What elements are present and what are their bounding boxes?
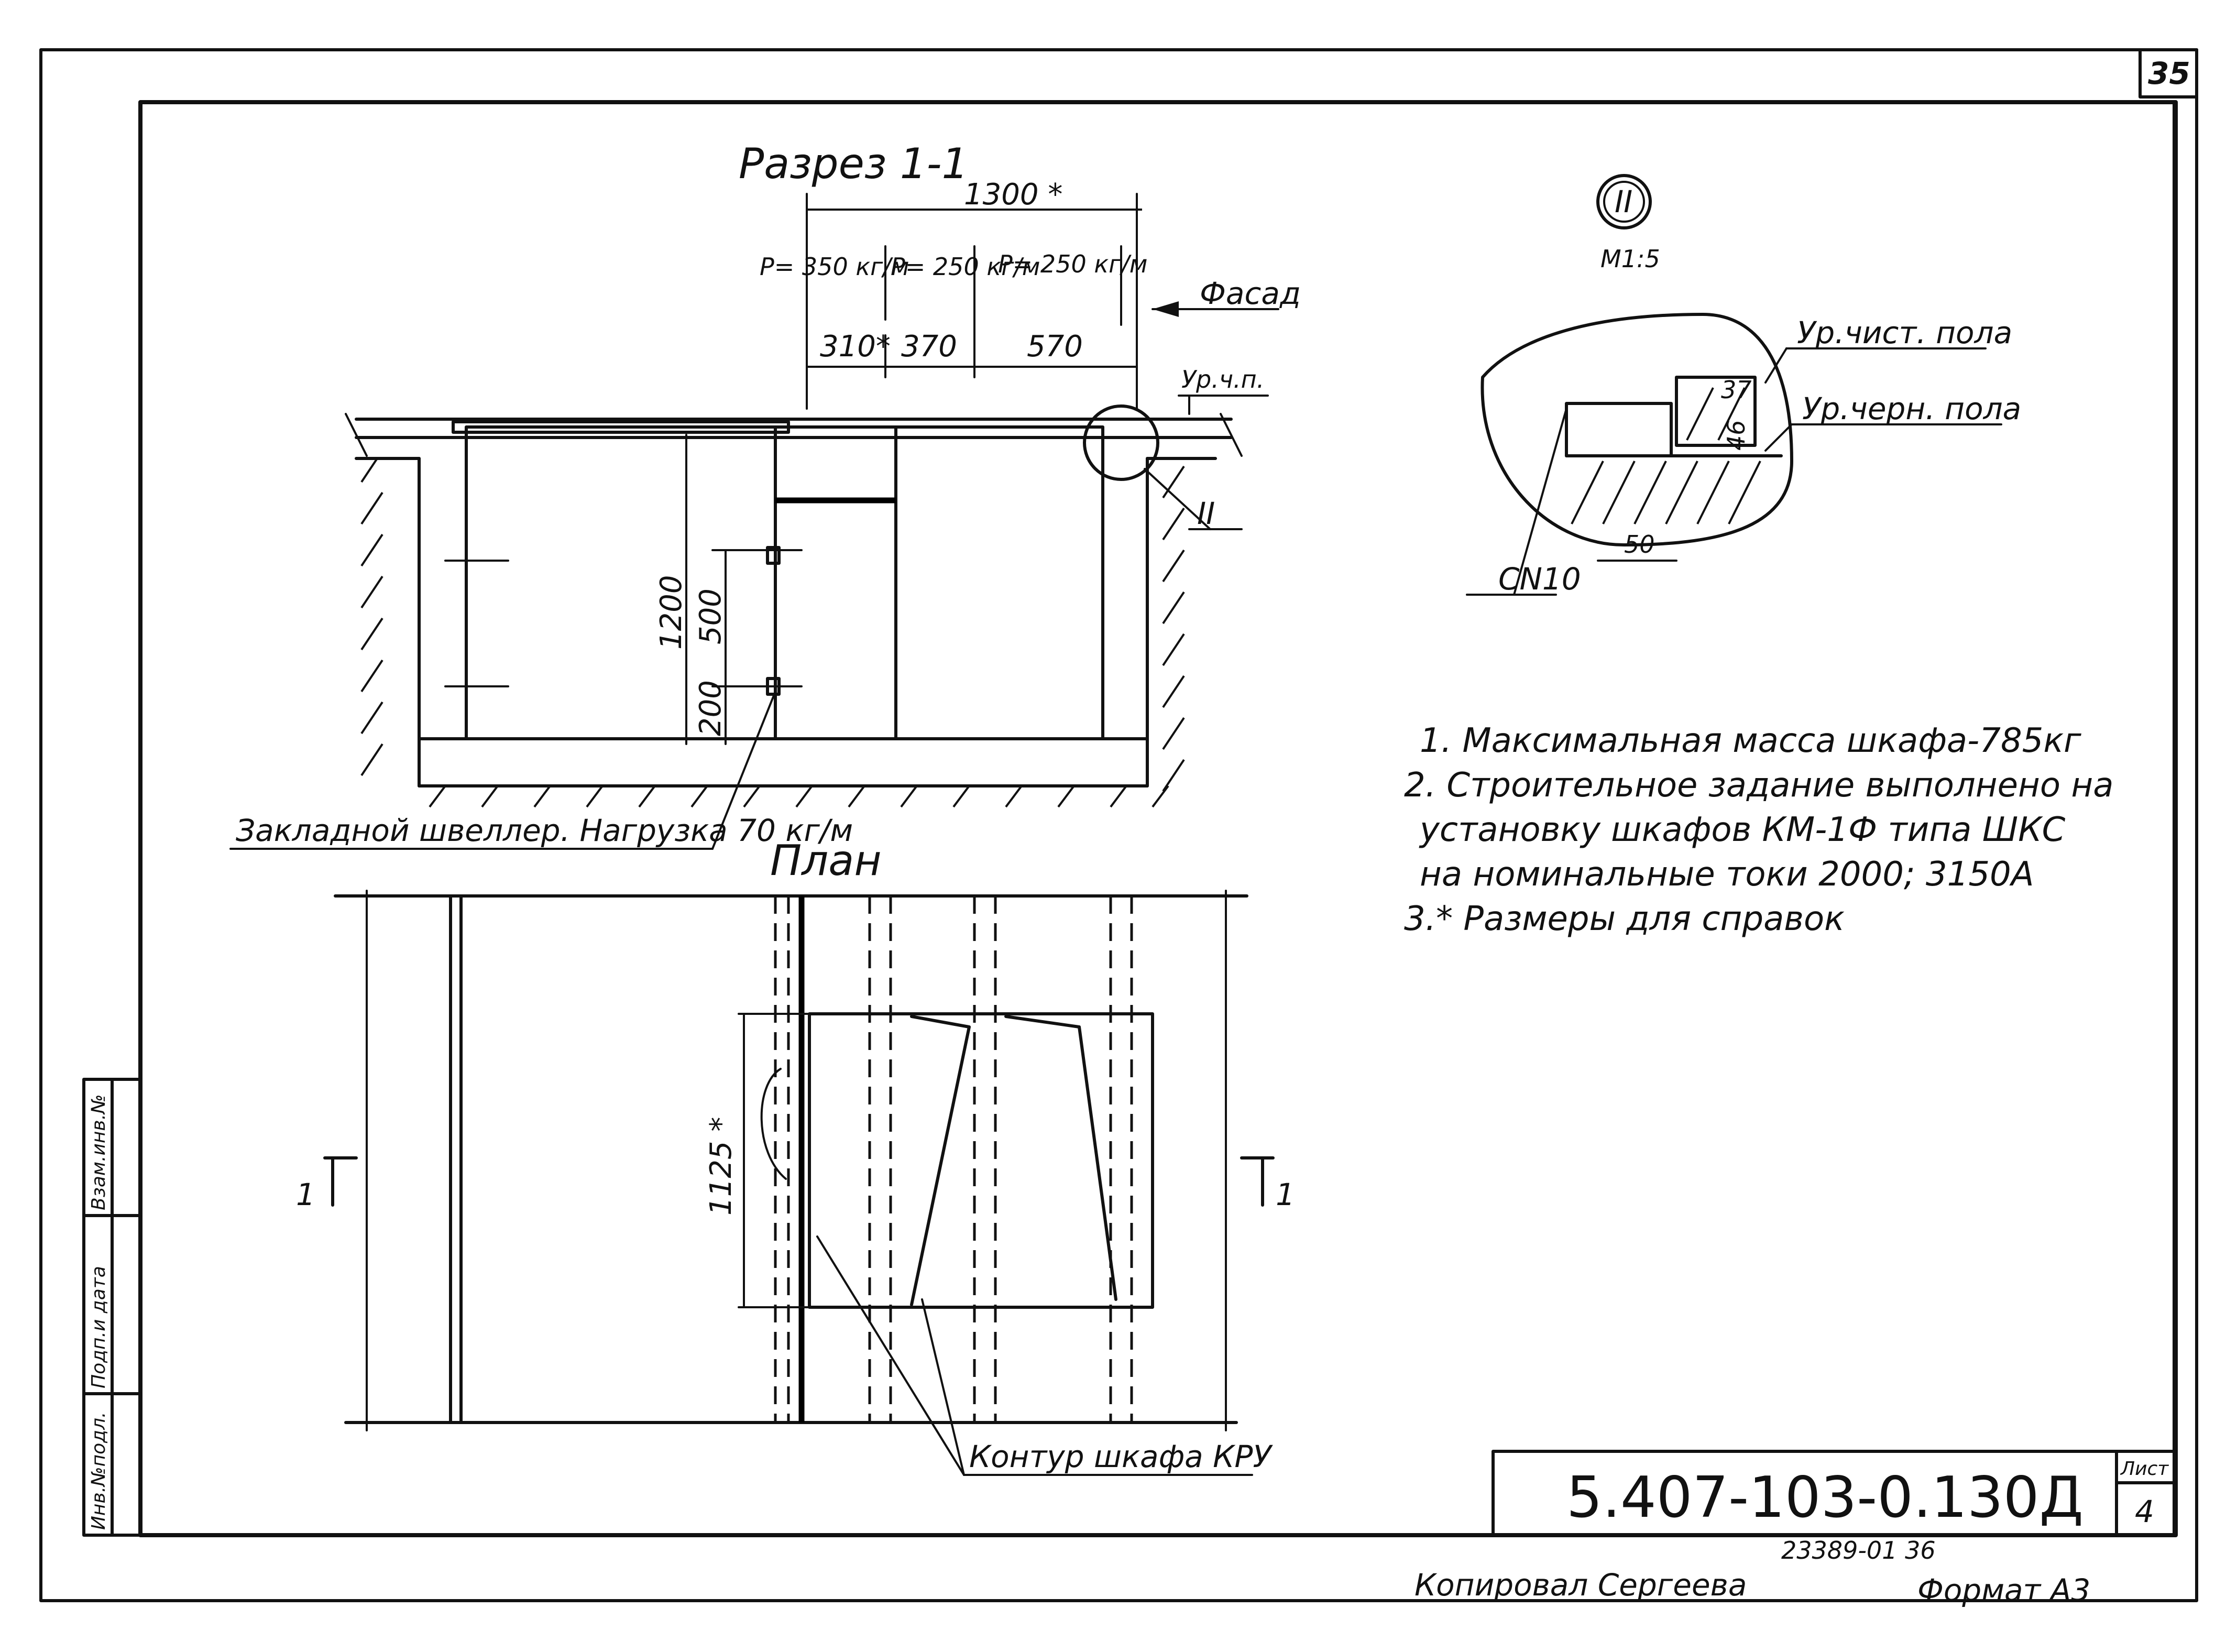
dim-46-label: 46: [1722, 420, 1750, 451]
note-1: 1. Максимальная масса шкафа-785кг: [1420, 721, 2081, 760]
note-2-cont-2: на номинальные токи 2000; 3150А: [1420, 855, 2034, 894]
note-2: 2. Строительное задание выполнено на: [1404, 766, 2113, 805]
dim-1125-label: 1125 *: [704, 1117, 738, 1216]
plan-title: План: [770, 836, 882, 885]
dim-1200-label: 1200: [654, 575, 688, 650]
side-stamp: Инв.№подл. Подп.и дата Взам.инв.№: [82, 1078, 142, 1537]
dim-50-label: 50: [1624, 530, 1655, 559]
load-label-2: Р= 250 кг/м: [891, 253, 1040, 281]
detail-number: II: [1615, 184, 1632, 220]
stamp-replace-label: Взам.инв.№: [88, 1094, 109, 1210]
cabinet-outline: [465, 425, 1104, 740]
copied-by: Копировал Сергеева: [1414, 1567, 1747, 1603]
clean-floor-label: Ур.чист. пола: [1797, 315, 2012, 351]
embedded-channel-label: Закладной швеллер. Нагрузка 70 кг/м: [236, 813, 853, 848]
cut-right-label: 1: [1276, 1177, 1295, 1212]
section-1-1: Разрез 1-1 1300 * Р= 350 кг/м Р= 250 кг/…: [229, 139, 1301, 850]
facade-arrow: [1153, 301, 1179, 317]
detail-cut-outline: [1481, 313, 1793, 546]
dim-370-label: 370: [901, 330, 957, 364]
plan-cabinet-contour: [808, 1012, 1154, 1309]
load-label-1: Р= 350 кг/м: [760, 253, 909, 281]
detail-number-circle: [1596, 174, 1652, 229]
channel-label: СN10: [1498, 561, 1581, 597]
document-code: 5.407-103-0.130Д: [1566, 1465, 2084, 1530]
notes-block: 1. Максимальная масса шкафа-785кг 2. Стр…: [1404, 721, 2113, 938]
note-2-cont-1: установку шкафов КМ-1Ф типа ШКС: [1419, 811, 2066, 849]
title-block: 5.407-103-0.130Д Лист 4 23389-01 36: [1492, 1450, 2176, 1565]
ground-hatching: [360, 457, 1185, 808]
floor-level-label: Ур.ч.п.: [1181, 365, 1264, 393]
detail-ref-label: II: [1197, 496, 1215, 531]
contour-label: Контур шкафа КРУ: [969, 1439, 1273, 1474]
outer-frame: [39, 48, 2198, 1602]
facade-label: Фасад: [1200, 276, 1301, 311]
note-3: 3.* Размеры для справок: [1404, 900, 1845, 938]
stamp-inv-label: Инв.№подл.: [88, 1412, 109, 1530]
detail-callout-circle: [1083, 404, 1159, 481]
section-title: Разрез 1-1: [739, 139, 968, 188]
dim-37-label: 37: [1721, 376, 1752, 404]
sheet-label: Лист: [2120, 1458, 2169, 1480]
corner-sheet-number: 35: [2148, 56, 2190, 91]
corner-number-box: [2139, 48, 2198, 99]
dim-310-label: 310*: [820, 330, 891, 364]
archive-number: 23389-01 36: [1781, 1536, 1936, 1565]
stamp-sign-label: Подп.и дата: [88, 1266, 109, 1388]
cut-left-label: 1: [296, 1177, 315, 1212]
dim-570-label: 570: [1027, 330, 1083, 364]
detail-scale: М1:5: [1600, 245, 1660, 273]
load-label-3: Р= 250 кг/м: [998, 250, 1147, 278]
rough-floor-label: Ур.черн. пола: [1802, 391, 2021, 426]
dim-200-label: 200: [694, 680, 728, 736]
sheet-number: 4: [2135, 1494, 2154, 1529]
dim-500-label: 500: [694, 588, 728, 644]
pit-inner-outline: [418, 457, 1149, 787]
detail-II: II М1:5 Ур.чист. пола Ур.черн. пола 37 4…: [1466, 174, 2021, 597]
dim-1300-label: 1300 *: [964, 178, 1062, 212]
format-label: Формат А3: [1917, 1572, 2090, 1608]
plan-view: План 1125 * 1 1 Контур шкафа КРУ: [296, 836, 1295, 1476]
